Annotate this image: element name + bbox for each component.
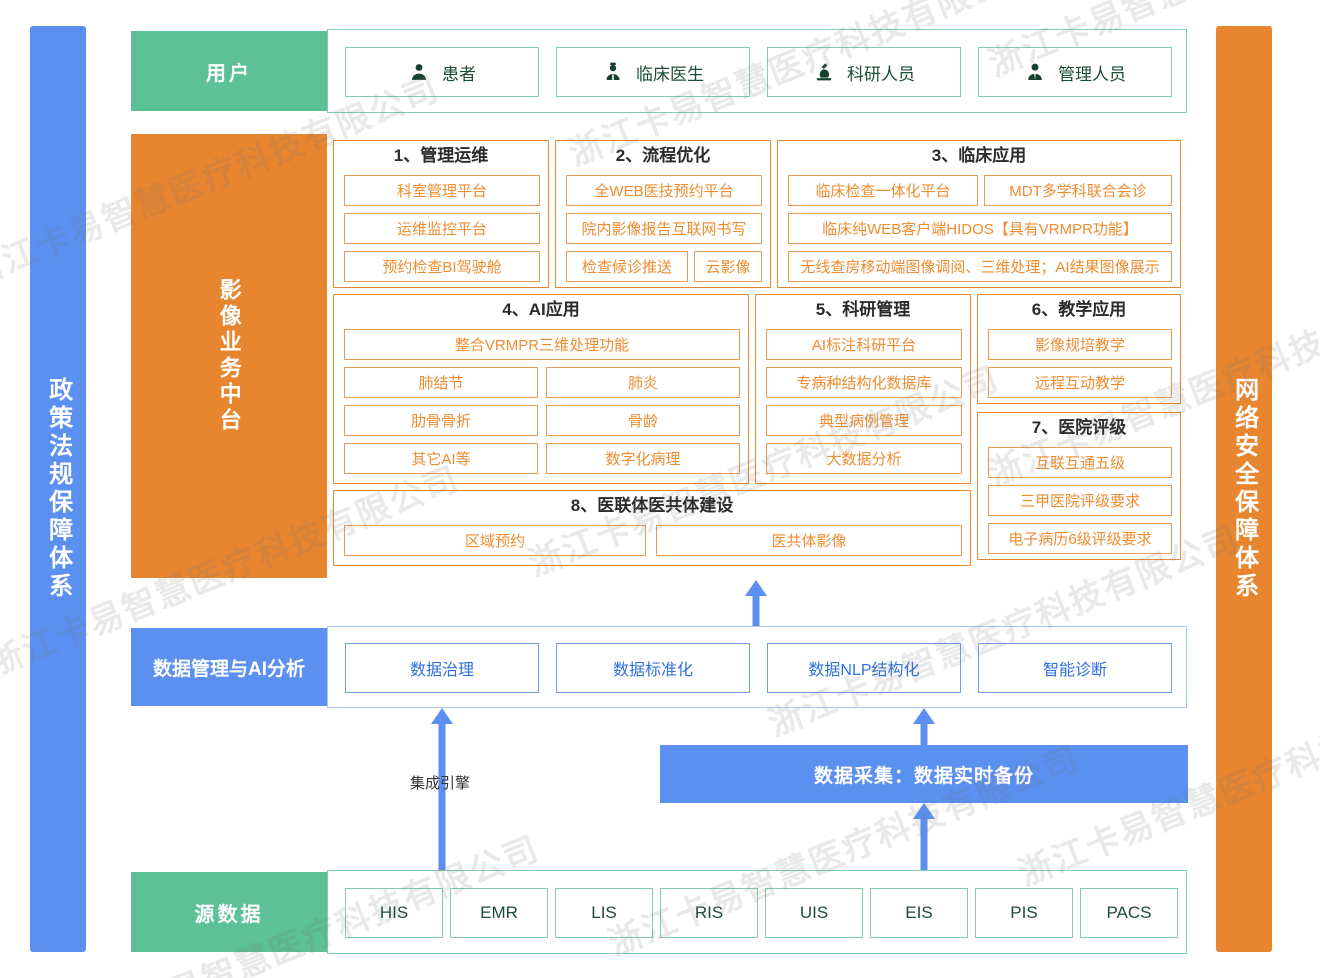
group-item[interactable]: 预约检查BI驾驶舱 — [344, 251, 540, 282]
data-chip[interactable]: 数据标准化 — [556, 643, 750, 693]
group-title: 3、临床应用 — [931, 146, 1027, 165]
data-chip[interactable]: 数据治理 — [345, 643, 539, 693]
data-collection-box: 数据采集：数据实时备份 — [660, 745, 1188, 803]
patient-icon — [408, 61, 430, 83]
group-item[interactable]: 科室管理平台 — [344, 175, 540, 206]
source-chip[interactable]: EMR — [450, 888, 548, 938]
group-clinical-application: 3、临床应用 临床检查一体化平台 MDT多学科联合会诊 临床纯WEB客户端HID… — [777, 140, 1181, 288]
middle-platform-body: 1、管理运维 科室管理平台 运维监控平台 预约检查BI驾驶舱 2、流程优化 全W… — [327, 134, 1187, 578]
group-item[interactable]: 全WEB医技预约平台 — [566, 175, 762, 206]
group-item[interactable]: 区域预约 — [344, 525, 646, 556]
source-chip[interactable]: RIS — [660, 888, 758, 938]
user-chip-label: 临床医生 — [636, 64, 704, 84]
arrow-collection-to-data — [913, 708, 935, 748]
group-item[interactable]: 肺结节 — [344, 367, 538, 398]
group-management-ops: 1、管理运维 科室管理平台 运维监控平台 预约检查BI驾驶舱 — [333, 140, 549, 288]
middle-platform-label: 影像业务中台 — [131, 134, 327, 578]
group-item[interactable]: 整合VRMPR三维处理功能 — [344, 329, 740, 360]
user-chip-researcher[interactable]: 科研人员 — [767, 47, 961, 97]
user-chip-label: 管理人员 — [1058, 64, 1126, 84]
arrow-integration-engine — [431, 708, 453, 870]
user-chip-clinician[interactable]: 临床医生 — [556, 47, 750, 97]
group-item[interactable]: 其它AI等 — [344, 443, 538, 474]
source-chip[interactable]: PACS — [1080, 888, 1178, 938]
group-item[interactable]: 典型病例管理 — [766, 405, 962, 436]
group-process-optimization: 2、流程优化 全WEB医技预约平台 院内影像报告互联网书写 检查候诊推送 云影像 — [555, 140, 771, 288]
policy-pillar-label: 政策法规保障体系 — [44, 377, 72, 601]
group-item[interactable]: 临床检查一体化平台 — [788, 175, 978, 206]
arrow-source-to-collection — [913, 803, 935, 871]
policy-pillar: 政策法规保障体系 — [30, 26, 86, 952]
group-title: 8、医联体医共体建设 — [570, 496, 734, 515]
group-teaching-application: 6、教学应用 影像规培教学 远程互动教学 — [977, 294, 1181, 404]
group-item[interactable]: 远程互动教学 — [988, 367, 1172, 398]
group-item[interactable]: 无线查房移动端图像调阅、三维处理；AI结果图像展示 — [788, 251, 1172, 282]
group-item[interactable]: 肋骨骨折 — [344, 405, 538, 436]
source-row-body: HIS EMR LIS RIS UIS EIS PIS PACS — [327, 870, 1187, 954]
group-item[interactable]: 医共体影像 — [656, 525, 962, 556]
group-item[interactable]: 检查候诊推送 — [566, 251, 688, 282]
group-title: 7、医院评级 — [1031, 418, 1127, 437]
security-pillar: 网络安全保障体系 — [1216, 26, 1272, 952]
source-chip[interactable]: EIS — [870, 888, 968, 938]
user-chip-label: 患者 — [442, 64, 476, 84]
source-chip[interactable]: LIS — [555, 888, 653, 938]
group-hospital-rating: 7、医院评级 互联互通五级 三甲医院评级要求 电子病历6级评级要求 — [977, 412, 1181, 560]
source-row-label: 源数据 — [131, 872, 327, 952]
arrow-data-to-platform — [745, 580, 767, 626]
group-title: 5、科研管理 — [815, 300, 911, 319]
group-ai-application: 4、AI应用 整合VRMPR三维处理功能 肺结节 肺炎 肋骨骨折 骨龄 其它AI… — [333, 294, 749, 484]
data-chip[interactable]: 智能诊断 — [978, 643, 1172, 693]
data-row-label: 数据管理与AI分析 — [131, 628, 327, 706]
group-item[interactable]: 肺炎 — [546, 367, 740, 398]
group-research-management: 5、科研管理 AI标注科研平台 专病种结构化数据库 典型病例管理 大数据分析 — [755, 294, 971, 484]
group-item[interactable]: 电子病历6级评级要求 — [988, 523, 1172, 554]
group-item[interactable]: 大数据分析 — [766, 443, 962, 474]
source-chip[interactable]: UIS — [765, 888, 863, 938]
user-chip-patient[interactable]: 患者 — [345, 47, 539, 97]
security-pillar-label: 网络安全保障体系 — [1230, 377, 1258, 601]
group-item[interactable]: 三甲医院评级要求 — [988, 485, 1172, 516]
integration-engine-label: 集成引擎 — [409, 775, 470, 792]
group-item[interactable]: 运维监控平台 — [344, 213, 540, 244]
group-item[interactable]: 骨龄 — [546, 405, 740, 436]
group-item[interactable]: 专病种结构化数据库 — [766, 367, 962, 398]
source-chip[interactable]: HIS — [345, 888, 443, 938]
middle-platform-label-text: 影像业务中台 — [216, 278, 242, 434]
group-title: 1、管理运维 — [393, 146, 489, 165]
group-title: 2、流程优化 — [615, 146, 711, 165]
group-item[interactable]: 数字化病理 — [546, 443, 740, 474]
group-item[interactable]: 院内影像报告互联网书写 — [566, 213, 762, 244]
group-item[interactable]: 云影像 — [694, 251, 762, 282]
source-chip[interactable]: PIS — [975, 888, 1073, 938]
user-row-label: 用户 — [131, 31, 327, 111]
data-chip[interactable]: 数据NLP结构化 — [767, 643, 961, 693]
data-row-body: 数据治理 数据标准化 数据NLP结构化 智能诊断 — [327, 626, 1187, 708]
microscope-icon — [813, 61, 835, 83]
user-row-body: 患者 临床医生 科研人员 管理人员 — [327, 29, 1187, 113]
group-item[interactable]: 互联互通五级 — [988, 447, 1172, 478]
manager-icon — [1024, 61, 1046, 83]
group-title: 6、教学应用 — [1031, 300, 1127, 319]
group-item[interactable]: 临床纯WEB客户端HIDOS【具有VRMPR功能】 — [788, 213, 1172, 244]
group-medical-alliance: 8、医联体医共体建设 区域预约 医共体影像 — [333, 490, 971, 566]
user-chip-admin[interactable]: 管理人员 — [978, 47, 1172, 97]
group-title: 4、AI应用 — [502, 300, 580, 319]
user-chip-label: 科研人员 — [847, 64, 915, 84]
group-item[interactable]: 影像规培教学 — [988, 329, 1172, 360]
group-item[interactable]: MDT多学科联合会诊 — [984, 175, 1172, 206]
doctor-icon — [602, 61, 624, 83]
group-item[interactable]: AI标注科研平台 — [766, 329, 962, 360]
